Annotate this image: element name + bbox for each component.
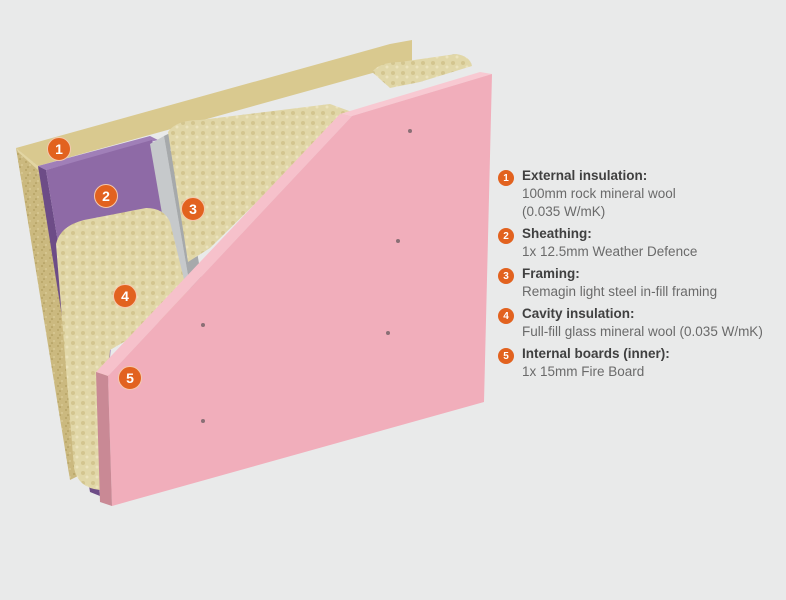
internal-board-layer (96, 72, 492, 506)
legend-description: Full-fill glass mineral wool (0.035 W/mK… (522, 324, 763, 339)
board-screw (201, 419, 205, 423)
board-screw (396, 239, 400, 243)
legend-description: 1x 12.5mm Weather Defence (522, 244, 698, 259)
cavity-insulation-layer (56, 54, 472, 490)
legend-number-badge: 4 (498, 308, 514, 324)
legend-number-badge: 5 (498, 348, 514, 364)
legend-title: Cavity insulation: (522, 306, 635, 321)
board-screw (408, 129, 412, 133)
marker-1: 1 (47, 137, 71, 161)
board-screw (201, 323, 205, 327)
legend-number-badge: 1 (498, 170, 514, 186)
legend-item-internal-boards: 5 Internal boards (inner): 1x 15mm Fire … (498, 345, 786, 381)
marker-4: 4 (113, 284, 137, 308)
legend-item-external-insulation: 1 External insulation: 100mm rock minera… (498, 167, 786, 221)
legend: 1 External insulation: 100mm rock minera… (498, 167, 786, 385)
legend-description: 1x 15mm Fire Board (522, 364, 645, 379)
legend-description: 100mm rock mineral wool (0.035 W/mK) (522, 186, 676, 219)
legend-title: Framing: (522, 266, 580, 281)
legend-title: Internal boards (inner): (522, 346, 670, 361)
legend-number-badge: 2 (498, 228, 514, 244)
legend-title: Sheathing: (522, 226, 592, 241)
legend-title: External insulation: (522, 168, 648, 183)
marker-5: 5 (118, 366, 142, 390)
legend-description: Remagin light steel in-fill framing (522, 284, 718, 299)
marker-2: 2 (94, 184, 118, 208)
legend-item-cavity-insulation: 4 Cavity insulation: Full-fill glass min… (498, 305, 786, 341)
legend-item-framing: 3 Framing: Remagin light steel in-fill f… (498, 265, 786, 301)
marker-3: 3 (181, 197, 205, 221)
legend-number-badge: 3 (498, 268, 514, 284)
board-screw (386, 331, 390, 335)
legend-item-sheathing: 2 Sheathing: 1x 12.5mm Weather Defence (498, 225, 786, 261)
